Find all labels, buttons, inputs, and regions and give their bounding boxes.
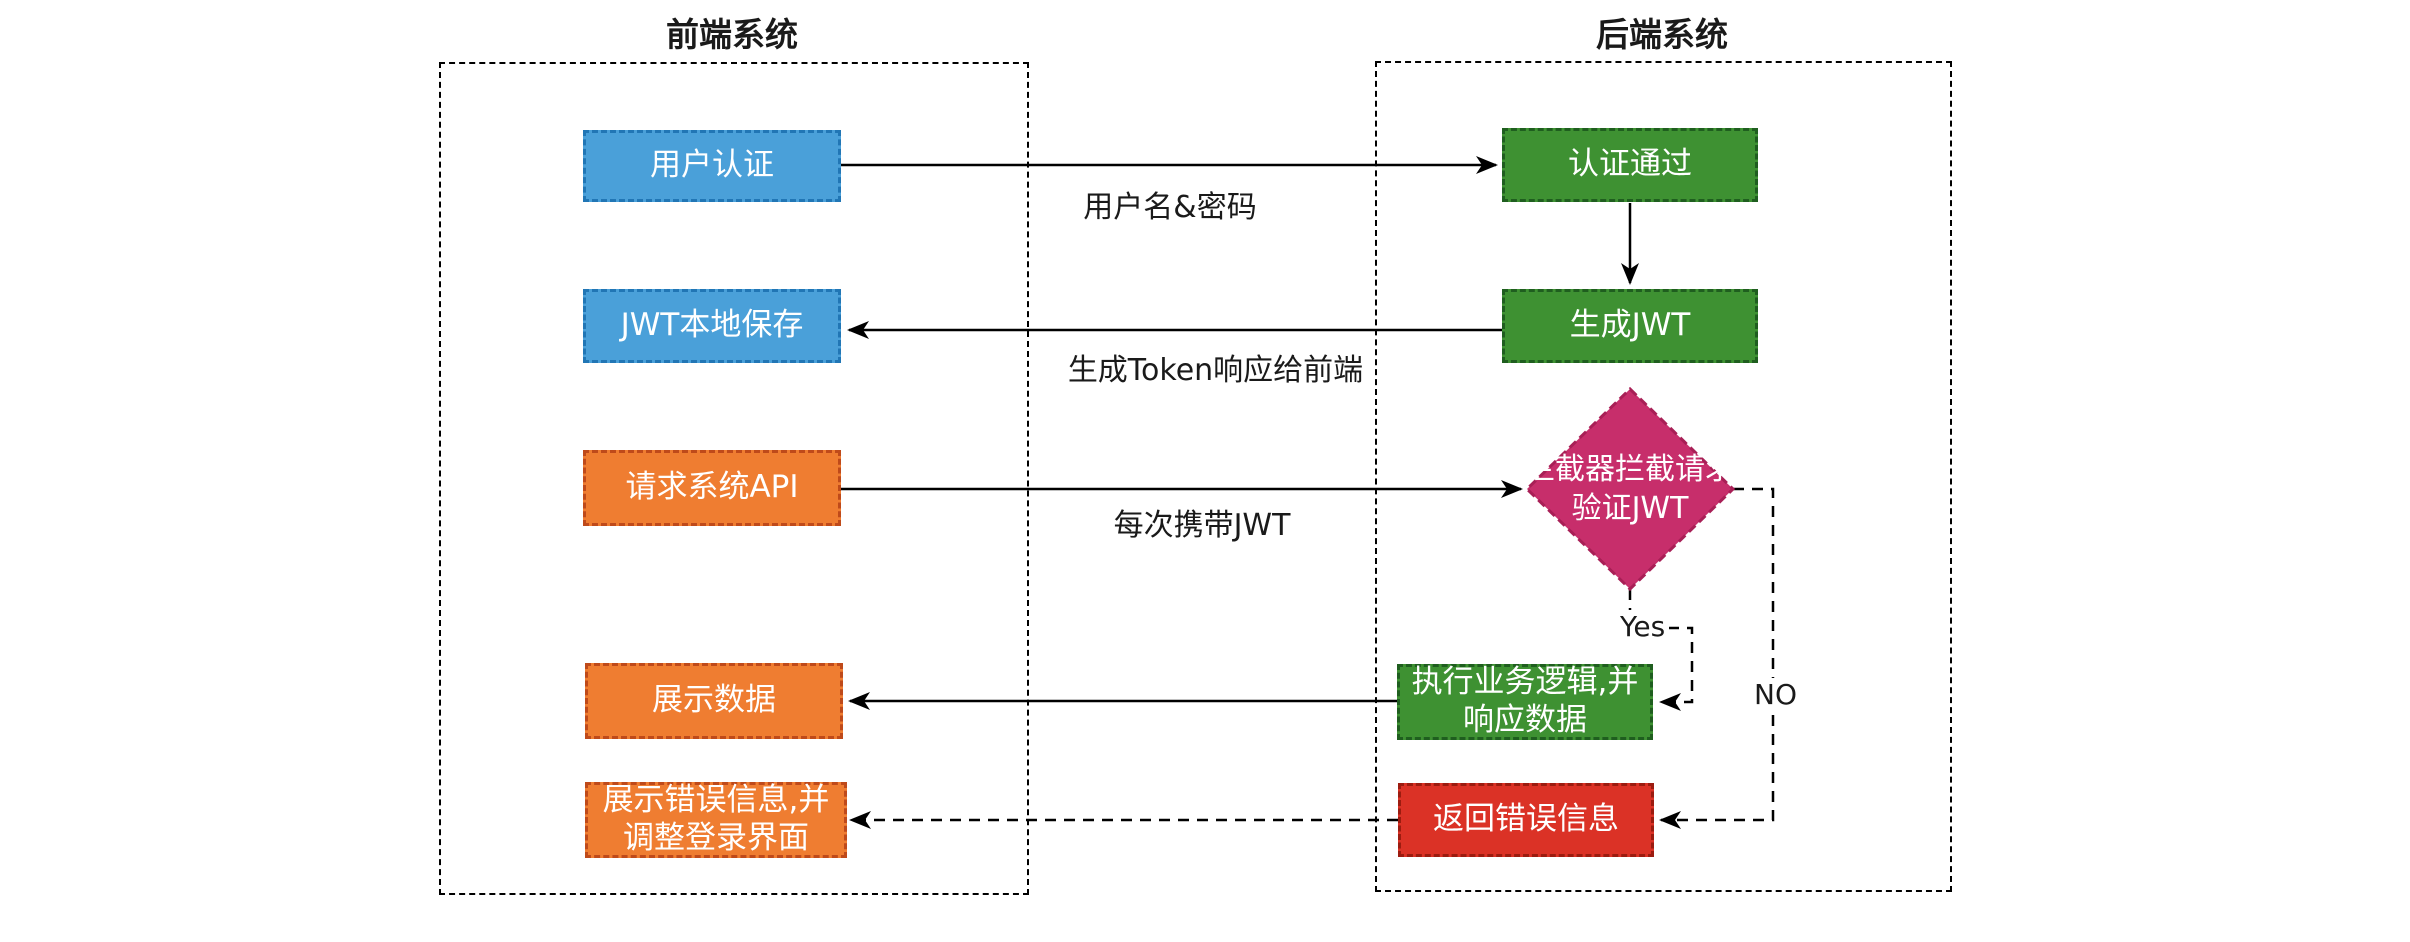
node-request-api-label: 请求系统API (625, 469, 799, 506)
edge-yes-branch (1659, 626, 1694, 711)
interceptor-diamond-shape (1524, 386, 1736, 592)
node-show-data: 展示数据 (585, 663, 843, 739)
edge-label-token-response: 生成Token响应给前端 (1067, 353, 1364, 388)
node-exec-logic: 执行业务逻辑,并 响应数据 (1397, 664, 1653, 740)
node-exec-logic-line1: 执行业务逻辑,并 (1411, 664, 1639, 701)
node-jwt-local-save: JWT本地保存 (583, 289, 841, 363)
node-generate-jwt-label: 生成JWT (1569, 307, 1691, 344)
node-user-auth-label: 用户认证 (650, 147, 774, 184)
edge-label-carry-jwt: 每次携带JWT (1113, 508, 1291, 543)
node-interceptor-line1: 拦截器拦截请求 (1525, 452, 1735, 487)
edge-label-yes: Yes (1616, 610, 1670, 643)
node-generate-jwt: 生成JWT (1502, 289, 1758, 363)
node-show-error-line2: 调整登录界面 (623, 820, 809, 856)
node-user-auth: 用户认证 (583, 130, 841, 202)
backend-system-title: 后端系统 (1596, 15, 1728, 54)
node-show-data-label: 展示数据 (652, 682, 776, 719)
node-exec-logic-line2: 响应数据 (1463, 702, 1587, 738)
edge-no-branch (1659, 487, 1775, 829)
frontend-system-title: 前端系统 (666, 15, 798, 54)
node-jwt-local-save-label: JWT本地保存 (620, 307, 804, 344)
backend-system-frame (1375, 61, 1952, 892)
node-return-error: 返回错误信息 (1398, 783, 1654, 857)
node-show-error: 展示错误信息,并 调整登录界面 (585, 782, 847, 858)
node-auth-pass: 认证通过 (1502, 128, 1758, 202)
node-interceptor-line2: 验证JWT (1571, 491, 1689, 526)
node-request-api: 请求系统API (583, 450, 841, 526)
node-interceptor: 拦截器拦截请求 验证JWT (1525, 450, 1735, 528)
edge-label-no: NO (1750, 678, 1801, 711)
edge-label-username-password: 用户名&密码 (1083, 190, 1257, 225)
node-return-error-label: 返回错误信息 (1433, 801, 1619, 838)
frontend-system-frame (439, 62, 1029, 895)
node-show-error-line1: 展示错误信息,并 (602, 782, 830, 819)
node-auth-pass-label: 认证通过 (1568, 146, 1692, 183)
